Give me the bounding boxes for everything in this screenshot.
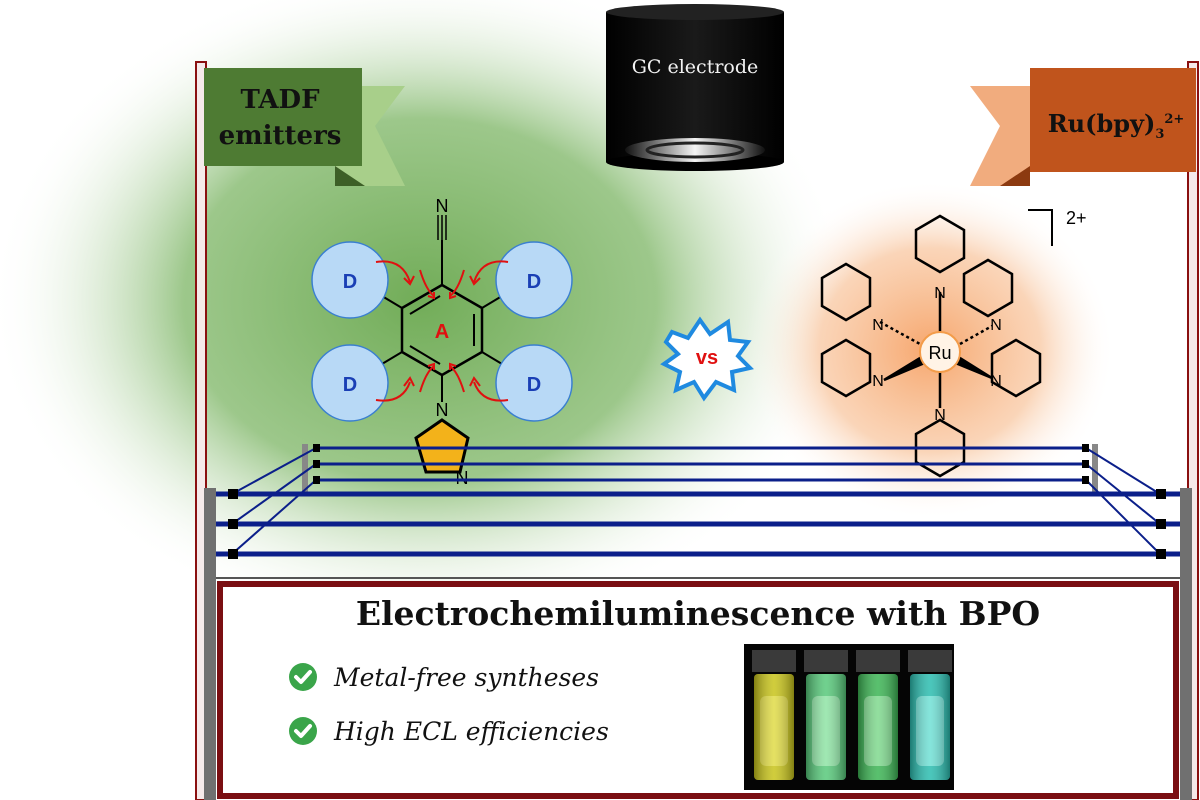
ru-n-label-4: N [872, 373, 884, 390]
vial-cap [856, 650, 900, 672]
vs-label: vs [696, 347, 718, 369]
tadf-banner-line1: TADF [240, 85, 320, 115]
flag-pole-left [195, 61, 207, 800]
ru-banner-subscript: 3 [1155, 126, 1165, 142]
panel-title: Electrochemiluminescence with BPO [355, 594, 1041, 633]
tadf-banner-label: TADF emitters [204, 82, 356, 154]
acceptor-label: A [435, 321, 449, 343]
tadf-banner-line2: emitters [218, 121, 342, 151]
donor-label-2: D [527, 271, 541, 293]
ru-banner [970, 68, 1196, 186]
vs-starburst: vs [660, 316, 754, 402]
tadf-molecule: D D D D A N N N [311, 196, 573, 488]
vial-cap [908, 650, 952, 672]
donor-label-3: D [343, 374, 357, 396]
ru-n-label-5: N [990, 373, 1002, 390]
check-icon [289, 663, 317, 691]
vial-shading [754, 674, 794, 780]
ru-n-label-1: N [934, 285, 946, 302]
feature-text: Metal-free syntheses [334, 662, 599, 692]
vials-photo [744, 644, 954, 790]
imidazole-ring [414, 418, 470, 474]
donor-label-1: D [343, 271, 357, 293]
nitrile-n-label: N [436, 196, 449, 216]
donor-circle-3 [311, 344, 389, 422]
vial [804, 650, 848, 780]
feature-item-metal-free: Metal-free syntheses [288, 662, 599, 692]
ru-banner-prefix: Ru(bpy) [1047, 109, 1156, 138]
charge-bracket [1028, 209, 1053, 246]
gc-electrode [606, 4, 784, 171]
gc-electrode-label: GC electrode [631, 56, 759, 78]
charge-transfer-arrows [375, 260, 509, 402]
tadf-banner [204, 68, 405, 186]
feature-item-high-ecl: High ECL efficiencies [288, 716, 609, 746]
donor-circle-2 [495, 241, 573, 319]
vial-shading [858, 674, 898, 780]
ru-n-label-6: N [934, 407, 946, 424]
ru-banner-superscript: 2+ [1164, 112, 1185, 127]
imidazole-n1-label: N [436, 400, 449, 420]
vial [908, 650, 952, 780]
ru-n-label-2: N [872, 317, 884, 334]
vial-cap [752, 650, 796, 672]
donor-label-4: D [527, 374, 541, 396]
imidazole-n2-label: N [456, 468, 469, 488]
feature-text: High ECL efficiencies [334, 716, 609, 746]
flag-pole-right [1187, 61, 1199, 800]
vial-shading [806, 674, 846, 780]
ru-banner-label: Ru(bpy)32+ [1032, 100, 1200, 155]
summary-panel [217, 581, 1179, 799]
donor-circle-1 [311, 241, 389, 319]
check-icon [289, 717, 317, 745]
ru-complex [820, 214, 1042, 478]
vial-cap [804, 650, 848, 672]
vial-shading [910, 674, 950, 780]
vial [752, 650, 796, 780]
ru-center [919, 331, 961, 373]
boxing-ring [204, 444, 1192, 800]
vial [856, 650, 900, 780]
ru-n-label-3: N [990, 317, 1002, 334]
ru-charge-label: 2+ [1066, 208, 1087, 228]
ru-metal-label: Ru [928, 343, 951, 363]
donor-circle-4 [495, 344, 573, 422]
